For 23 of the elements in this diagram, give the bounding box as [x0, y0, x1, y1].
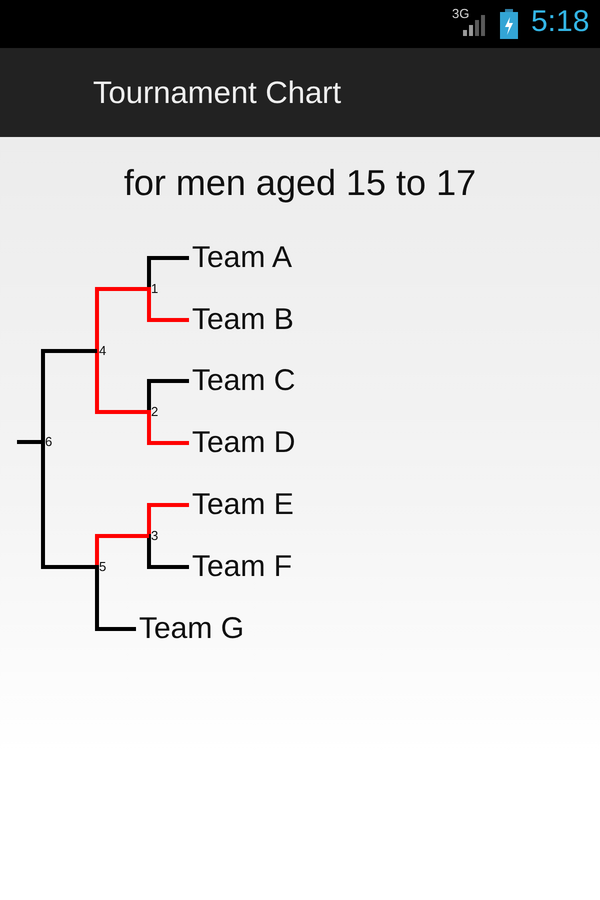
bracket-line: [17, 440, 43, 444]
team-name: Team B: [192, 303, 294, 337]
match-number: 5: [99, 560, 106, 574]
team-name: Team C: [192, 364, 296, 398]
match-number: 2: [151, 405, 158, 419]
match-number: 4: [99, 344, 106, 358]
team-name: Team A: [192, 241, 292, 275]
match-number: 6: [45, 435, 52, 449]
bracket-line: [95, 349, 149, 414]
bracket-line: [95, 565, 136, 631]
bracket-line: [147, 410, 189, 445]
app-title: Tournament Chart: [93, 74, 342, 112]
team-name: Team E: [192, 488, 294, 522]
match-number: 1: [151, 282, 158, 296]
team-name: Team G: [139, 612, 244, 646]
match-number: 3: [151, 529, 158, 543]
bracket-line: [147, 534, 189, 569]
team-name: Team D: [192, 426, 296, 460]
clock-time: 5:18: [531, 4, 590, 40]
team-name: Team F: [192, 550, 292, 584]
chart-title: for men aged 15 to 17: [122, 161, 478, 205]
bracket-line: [147, 287, 189, 322]
network-type: 3G: [452, 6, 470, 22]
